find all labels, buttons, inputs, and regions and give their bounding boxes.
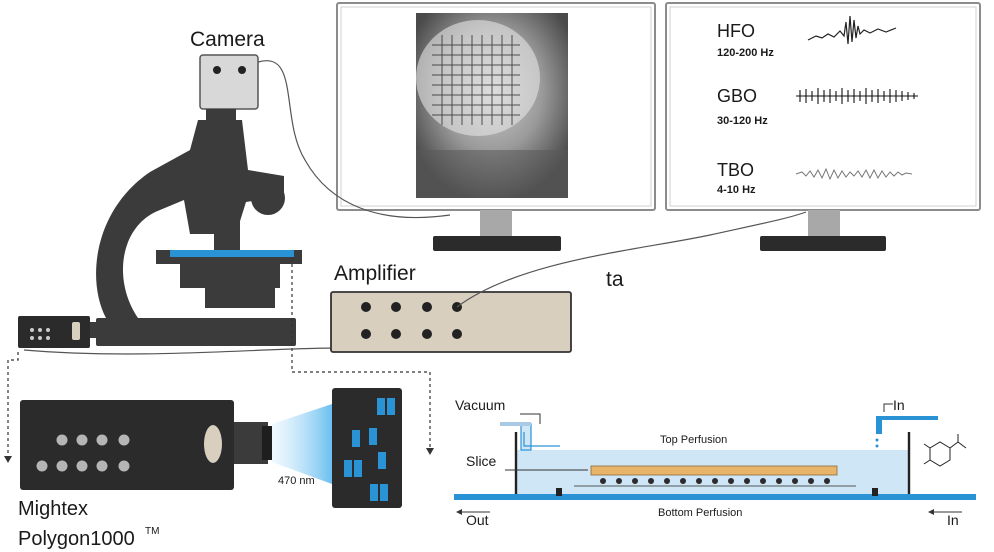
in-top-label: In (893, 397, 905, 413)
pattern-panel (332, 388, 402, 508)
microscope (80, 54, 451, 346)
tbo-band: 4-10 Hz (717, 184, 756, 196)
polygon-tm: TM (145, 526, 159, 537)
tbo-label: TBO (717, 160, 754, 180)
hfo-trace (807, 15, 897, 45)
amplifier-label: Amplifier (334, 262, 416, 285)
perfusion-chamber (454, 416, 976, 500)
ta-label: ta (606, 268, 624, 291)
gbo-band: 30-120 Hz (717, 115, 768, 127)
right-monitor: HFO 120-200 Hz GBO 30-120 Hz TBO 4-10 Hz (665, 2, 981, 251)
slice-tissue (590, 465, 838, 476)
out-label: Out (466, 512, 489, 528)
slice-label: Slice (466, 453, 497, 469)
flow-arrows (462, 403, 962, 513)
bottom-perfusion-label: Bottom Perfusion (658, 507, 742, 519)
camera-cable (257, 60, 451, 219)
stage-slide (170, 250, 294, 257)
mightex-label: Mightex (18, 498, 88, 520)
hfo-label: HFO (717, 21, 755, 41)
polygon-label: Polygon1000 (18, 528, 135, 550)
gbo-label: GBO (717, 86, 757, 106)
in-bottom-label: In (947, 512, 959, 528)
gbo-trace (796, 88, 918, 104)
molecule-icon (923, 434, 967, 467)
left-monitor (336, 2, 656, 251)
amp-input-cable (23, 347, 339, 355)
hfo-band: 120-200 Hz (717, 47, 774, 59)
mightex-small (18, 316, 90, 348)
dotted-connectors (7, 258, 431, 458)
wavelength-label: 470 nm (278, 475, 315, 487)
amp-output-cable (456, 211, 807, 308)
light-beam (272, 404, 332, 484)
tbo-trace (795, 167, 913, 181)
amplifier (330, 291, 572, 353)
camera-label: Camera (190, 28, 265, 51)
slice-micrograph (416, 13, 568, 198)
top-perfusion-label: Top Perfusion (660, 434, 727, 446)
vacuum-label: Vacuum (455, 397, 505, 413)
camera-body (199, 54, 259, 110)
polygon1000-device (20, 400, 272, 490)
